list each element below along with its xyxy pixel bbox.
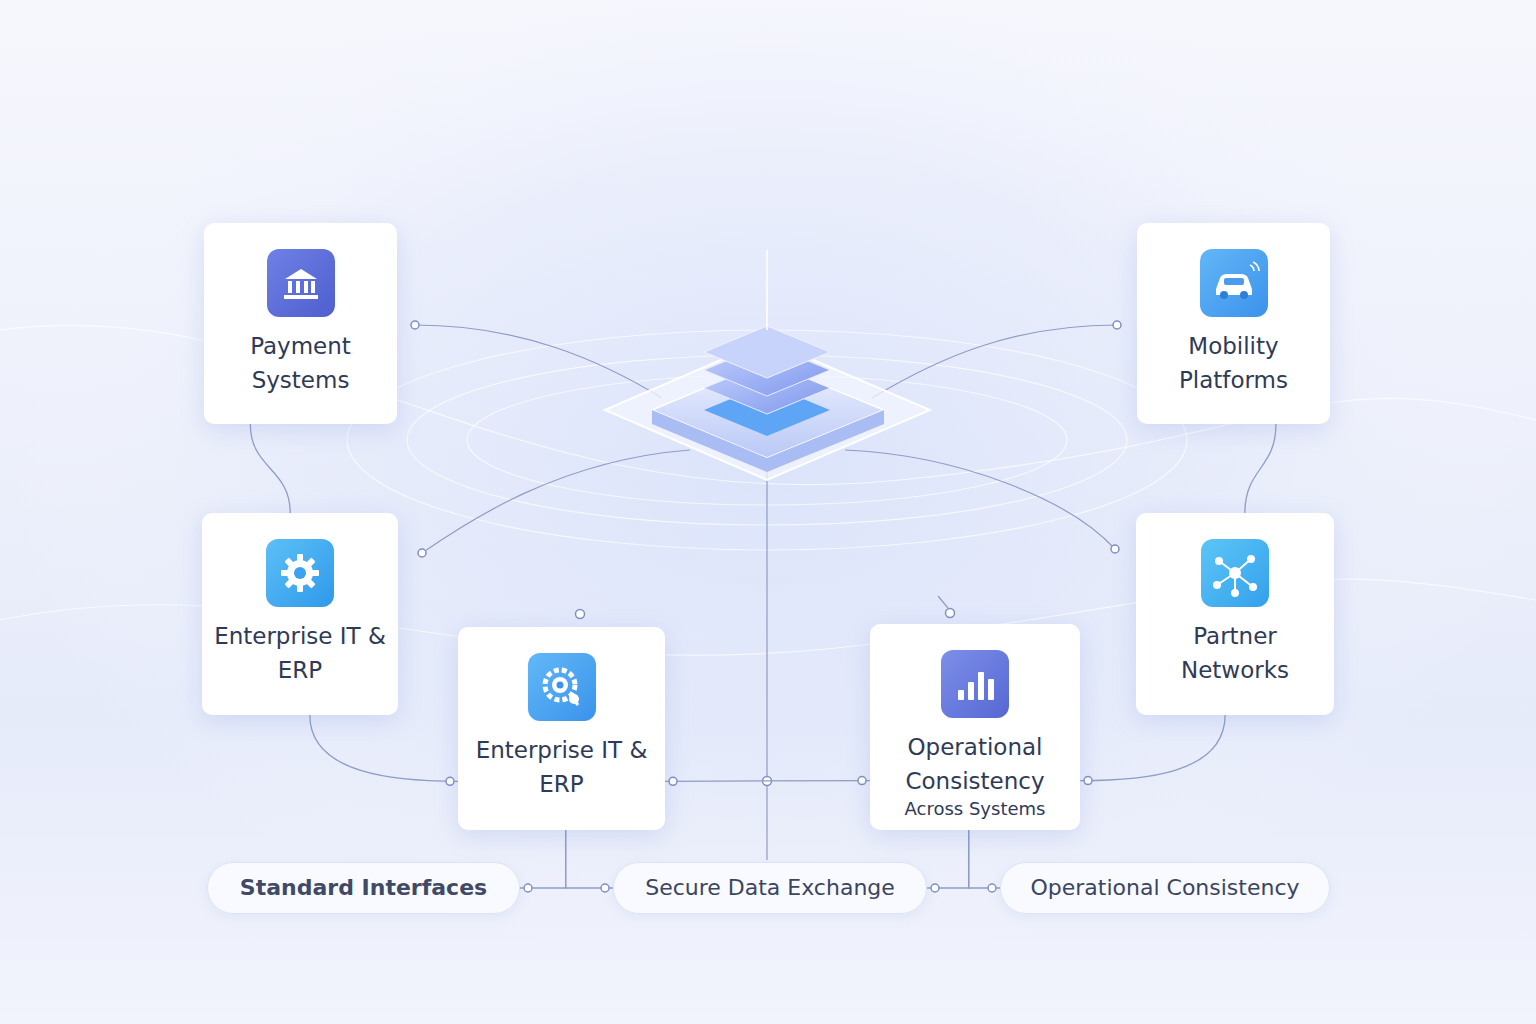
app-icon	[267, 249, 335, 317]
system-card: Partner Networks	[1136, 513, 1334, 715]
node-label: Payment Systems	[214, 329, 387, 397]
hub-links	[415, 325, 1117, 860]
connector	[250, 424, 290, 513]
connector-line	[1080, 715, 1225, 781]
connector-dot	[601, 884, 609, 892]
connector	[969, 830, 1000, 892]
connector	[665, 777, 870, 786]
node-label: Mobility Platforms	[1147, 329, 1320, 397]
capability-pill: Standard Interfaces	[207, 862, 520, 914]
app-icon	[528, 653, 596, 721]
node-label: Secure Data Exchange	[645, 874, 895, 902]
connector-dot	[524, 884, 532, 892]
connector-dot	[931, 884, 939, 892]
system-card: Mobility Platforms	[1137, 223, 1330, 424]
connector	[1080, 715, 1225, 785]
capability-pill: Operational Consistency	[1000, 862, 1330, 914]
hub-stack	[605, 250, 930, 480]
connector	[520, 830, 566, 892]
connector-line	[969, 830, 1000, 888]
connector-dot	[858, 777, 866, 785]
connector-line	[250, 424, 290, 513]
app-icon	[1200, 249, 1268, 317]
connector	[566, 830, 613, 892]
connector-dot	[988, 884, 996, 892]
node-label: Operational Consistency	[1030, 874, 1299, 902]
connector-line	[665, 780, 870, 782]
node-label: Operational Consistency	[880, 730, 1070, 798]
connector-line	[1245, 424, 1276, 513]
connector-line	[566, 830, 613, 888]
connector-dot	[669, 777, 677, 785]
connector	[927, 830, 969, 892]
connector	[1245, 424, 1276, 513]
connector-line	[520, 830, 566, 888]
capability-pill: Secure Data Exchange	[613, 862, 927, 914]
app-icon	[941, 650, 1009, 718]
connector	[310, 715, 458, 785]
node-label: Enterprise IT & ERP	[212, 619, 388, 687]
node-label: Partner Networks	[1146, 619, 1324, 687]
node-subtitle: Across Systems	[905, 798, 1046, 820]
connector-line	[310, 715, 458, 781]
app-icon	[266, 539, 334, 607]
connector-dot	[446, 777, 454, 785]
node-label: Standard Interfaces	[240, 874, 487, 902]
node-label: Enterprise IT & ERP	[468, 733, 655, 801]
connector-line	[927, 830, 969, 888]
system-card: Operational ConsistencyAcross Systems	[870, 624, 1080, 830]
system-card: Payment Systems	[204, 223, 397, 424]
app-icon	[1201, 539, 1269, 607]
connector-dot	[1084, 777, 1092, 785]
system-card: Enterprise IT & ERP	[458, 627, 665, 830]
system-card: Enterprise IT & ERP	[202, 513, 398, 715]
